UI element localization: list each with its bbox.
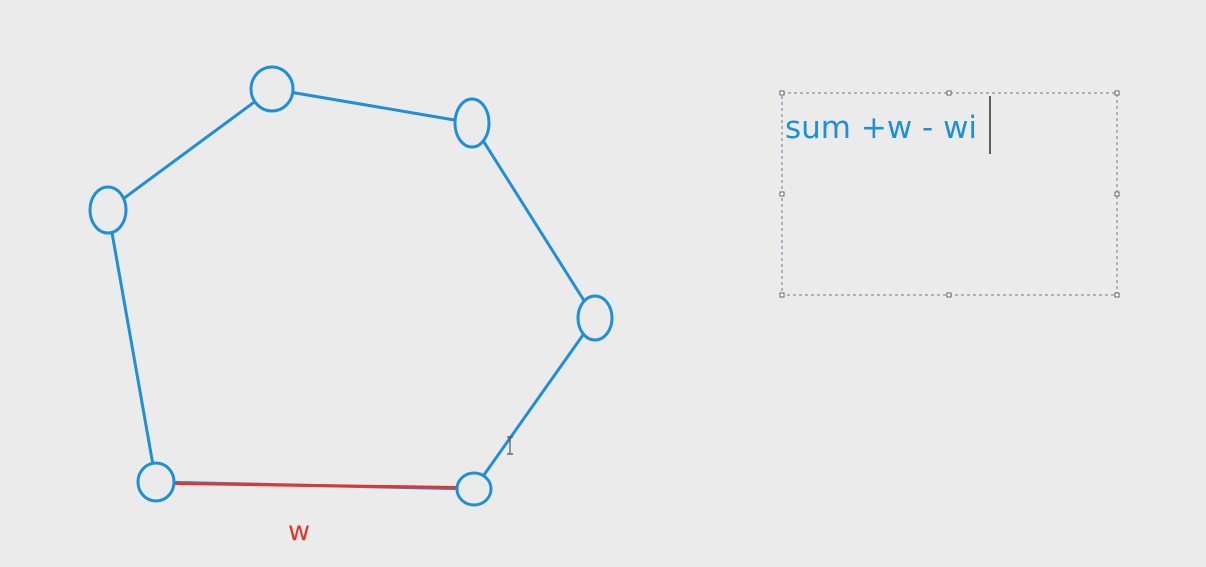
- text-box-content[interactable]: sum +w - wi: [785, 110, 977, 146]
- graph-node-n2[interactable]: [249, 65, 295, 113]
- resize-handle-top-left[interactable]: [779, 90, 785, 96]
- resize-handle-top-right[interactable]: [1114, 90, 1120, 96]
- ibeam-cursor-icon: [507, 436, 513, 455]
- resize-handle-top-middle[interactable]: [946, 90, 952, 96]
- resize-handle-middle-right[interactable]: [1114, 191, 1120, 197]
- graph-edge-n1-n2[interactable]: [106, 87, 274, 212]
- graph-edge-n4-n5[interactable]: [472, 316, 597, 491]
- text-box[interactable]: sum +w - wi: [779, 90, 1120, 298]
- nodes-layer: [88, 65, 614, 507]
- graph-edge-n3-n4[interactable]: [470, 121, 597, 320]
- graph-node-n1[interactable]: [88, 185, 128, 235]
- edges-layer: [106, 87, 597, 491]
- highlighted-edge-overlay: [140, 481, 492, 490]
- resize-handle-middle-left[interactable]: [779, 191, 785, 197]
- resize-handle-bottom-middle[interactable]: [946, 292, 952, 298]
- resize-handle-bottom-right[interactable]: [1114, 292, 1120, 298]
- graph-node-n5[interactable]: [455, 471, 493, 507]
- graph-node-n3[interactable]: [453, 97, 491, 149]
- edge-weight-label: w: [288, 516, 310, 547]
- resize-handle-bottom-left[interactable]: [779, 292, 785, 298]
- graph-node-n6[interactable]: [136, 461, 176, 503]
- graph-edge-n2-n3[interactable]: [270, 87, 474, 125]
- graph-node-n4[interactable]: [576, 294, 614, 342]
- graph-edge-n6-n1[interactable]: [106, 208, 158, 484]
